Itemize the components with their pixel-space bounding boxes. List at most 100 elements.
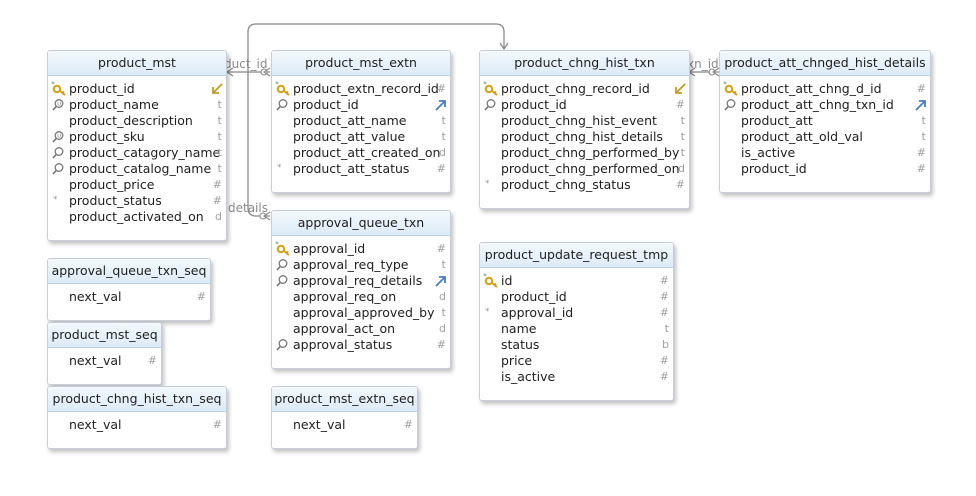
- primary-key-icon: *: [51, 80, 67, 97]
- table-header[interactable]: product_chng_hist_txn_seq: [48, 387, 226, 412]
- column-type-indicator: #: [436, 162, 446, 175]
- column-name: product_att_old_val: [741, 129, 863, 144]
- column-name: product_chng_performed_by: [501, 145, 680, 160]
- column-type-indicator: t: [680, 146, 685, 159]
- table-header[interactable]: approval_queue_txn: [272, 211, 450, 236]
- column-name: approval_req_details: [293, 273, 423, 288]
- column-row[interactable]: *id#: [480, 272, 673, 289]
- table-header[interactable]: approval_queue_txn_seq: [48, 259, 210, 284]
- column-type-indicator: t: [217, 146, 222, 159]
- column-type-indicator: d: [678, 162, 685, 175]
- table-header[interactable]: product_mst: [48, 51, 226, 76]
- svg-text:*: *: [275, 81, 279, 89]
- foreign-key-out-arrow-icon: [433, 273, 449, 289]
- rel-crowfoot: [712, 67, 720, 77]
- column-type-indicator: t: [441, 258, 446, 271]
- column-name: approval_id: [293, 241, 366, 256]
- column-row[interactable]: price#: [480, 353, 673, 369]
- column-type-indicator: #: [212, 418, 222, 431]
- table-approval-queue-txn-seq[interactable]: approval_queue_txn_seq next_val#: [47, 258, 211, 321]
- rel-crowfoot: [263, 211, 271, 221]
- column-type-indicator: t: [217, 114, 222, 127]
- table-header[interactable]: product_mst_extn_seq: [272, 387, 417, 412]
- column-row[interactable]: is_active#: [720, 145, 930, 161]
- table-product-update-request-tmp[interactable]: product_update_request_tmp *id#product_id…: [479, 242, 674, 401]
- column-row[interactable]: next_val#: [48, 417, 226, 433]
- column-row[interactable]: next_val#: [272, 417, 417, 433]
- index-icon: [723, 97, 739, 113]
- column-row[interactable]: *approval_id#: [272, 240, 450, 257]
- column-name: product_status: [69, 193, 162, 208]
- column-row[interactable]: approval_status#: [272, 337, 450, 353]
- edge-label-product-id: duct_id: [224, 57, 268, 71]
- column-name: product_id: [501, 97, 567, 112]
- table-header[interactable]: product_mst_extn: [272, 51, 450, 76]
- column-name: price: [501, 353, 533, 368]
- table-header[interactable]: product_att_chnged_hist_details: [720, 51, 930, 76]
- table-product-mst-seq[interactable]: product_mst_seq next_val#: [47, 322, 162, 385]
- column-row[interactable]: product_att_chng_txn_id: [720, 97, 930, 113]
- column-row[interactable]: *product_chng_status#: [480, 177, 689, 193]
- svg-text:*: *: [483, 273, 487, 281]
- column-row[interactable]: product_id#: [480, 289, 673, 305]
- table-header[interactable]: product_update_request_tmp: [480, 243, 673, 268]
- table-approval-queue-txn[interactable]: approval_queue_txn*approval_id#approval_…: [271, 210, 451, 369]
- primary-key-icon: *: [483, 272, 499, 289]
- column-name: product_activated_on: [69, 209, 204, 224]
- column-type-indicator: t: [921, 130, 926, 143]
- column-type-indicator: t: [664, 322, 669, 335]
- column-row[interactable]: product_att_old_val t: [720, 129, 930, 145]
- table-product-att-chnged-hist-details[interactable]: product_att_chnged_hist_details *product_…: [719, 50, 931, 193]
- table-header[interactable]: product_chng_hist_txn: [480, 51, 689, 76]
- column-row[interactable]: *product_extn_record_id#: [272, 80, 450, 97]
- column-row[interactable]: *product_att_status#: [272, 161, 450, 177]
- column-type-indicator: #: [212, 194, 222, 207]
- column-row[interactable]: *product_status#: [48, 193, 226, 209]
- table-product-chng-hist-txn-seq[interactable]: product_chng_hist_txn_seq next_val#: [47, 386, 227, 449]
- column-row[interactable]: *product_chng_record_id: [480, 80, 689, 97]
- table-product-mst-extn[interactable]: product_mst_extn *product_extn_record_id#…: [271, 50, 451, 193]
- column-row[interactable]: product_id: [272, 97, 450, 113]
- column-name: approval_approved_by: [293, 305, 435, 320]
- column-row[interactable]: next_val#: [48, 289, 210, 305]
- column-row[interactable]: is_active#: [480, 369, 673, 385]
- column-row[interactable]: product_id#: [480, 97, 689, 113]
- table-header[interactable]: product_mst_seq: [48, 323, 161, 348]
- table-product-chng-hist-txn[interactable]: product_chng_hist_txn *product_chng_recor…: [479, 50, 690, 209]
- column-name: product_description: [69, 113, 193, 128]
- column-row[interactable]: product_description t: [48, 113, 226, 129]
- column-type-indicator: #: [436, 82, 446, 95]
- column-row[interactable]: product_id#: [720, 161, 930, 177]
- column-row[interactable]: *approval_id#: [480, 305, 673, 321]
- column-type-indicator: #: [436, 338, 446, 351]
- column-row[interactable]: product_price#: [48, 177, 226, 193]
- primary-key-icon: *: [275, 240, 291, 257]
- column-type-indicator: #: [196, 290, 206, 303]
- column-row[interactable]: *product_id: [48, 80, 226, 97]
- table-product-mst-extn-seq[interactable]: product_mst_extn_seq next_val#: [271, 386, 418, 449]
- column-row[interactable]: approval_req_details: [272, 273, 450, 289]
- column-row[interactable]: next_val#: [48, 353, 161, 369]
- column-row[interactable]: *product_att_chng_d_id#: [720, 80, 930, 97]
